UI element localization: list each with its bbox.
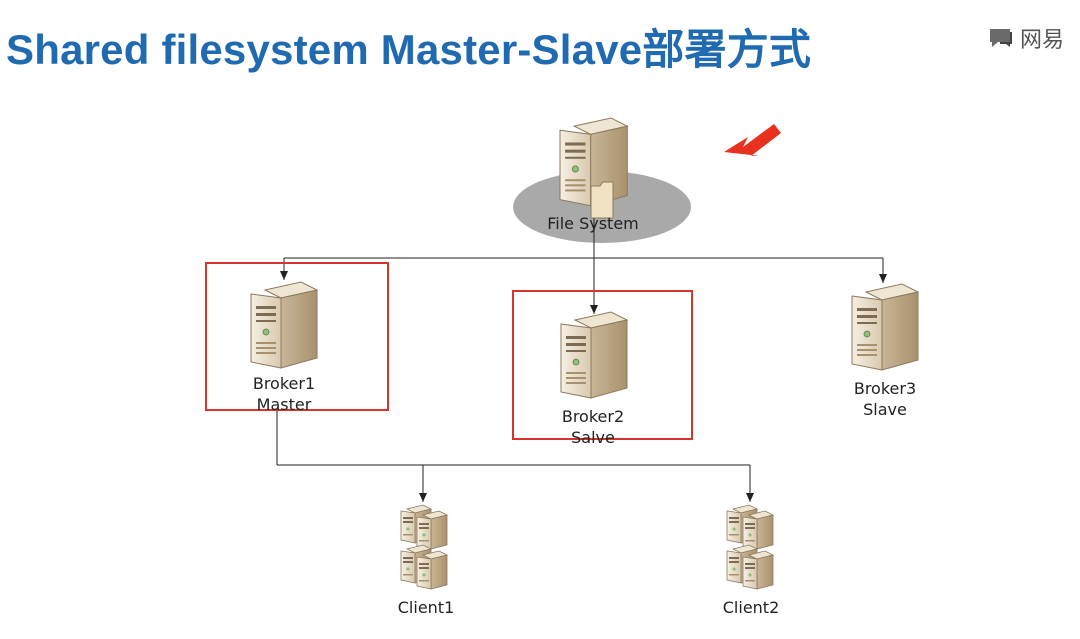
broker1-name: Broker1 (252, 374, 316, 393)
broker3-label: Broker3 Slave (825, 378, 945, 420)
broker2-name: Broker2 (561, 407, 625, 426)
fs-connectors (280, 218, 887, 314)
broker3-server-icon (851, 283, 919, 371)
slide-title: Shared filesystem Master-Slave部署方式 (6, 26, 812, 73)
broker1-highlight-box (205, 262, 389, 411)
broker1-server-icon (250, 281, 318, 369)
folder-icon (590, 181, 614, 219)
client2-label: Client2 (722, 598, 780, 617)
client1-server-icon (401, 505, 447, 589)
broker2-label: Broker2 Salve (533, 406, 653, 448)
client-connectors (276, 410, 754, 502)
broker1-role: Master (256, 395, 312, 414)
chat-bubble-icon (990, 29, 1012, 47)
file-system-label: File System (547, 214, 639, 233)
broker2-highlight-box (512, 290, 693, 440)
broker2-role: Salve (571, 428, 615, 447)
red-arrow-icon (724, 124, 781, 156)
brand-logo: 网易 (988, 22, 1064, 54)
brand-text: 网易 (1020, 28, 1065, 53)
broker3-role: Slave (863, 400, 907, 419)
client1-label: Client1 (397, 598, 455, 617)
broker1-label: Broker1 Master (224, 373, 344, 415)
client2-server-icon (727, 505, 773, 589)
broker2-server-icon (560, 311, 628, 399)
broker3-name: Broker3 (853, 379, 917, 398)
